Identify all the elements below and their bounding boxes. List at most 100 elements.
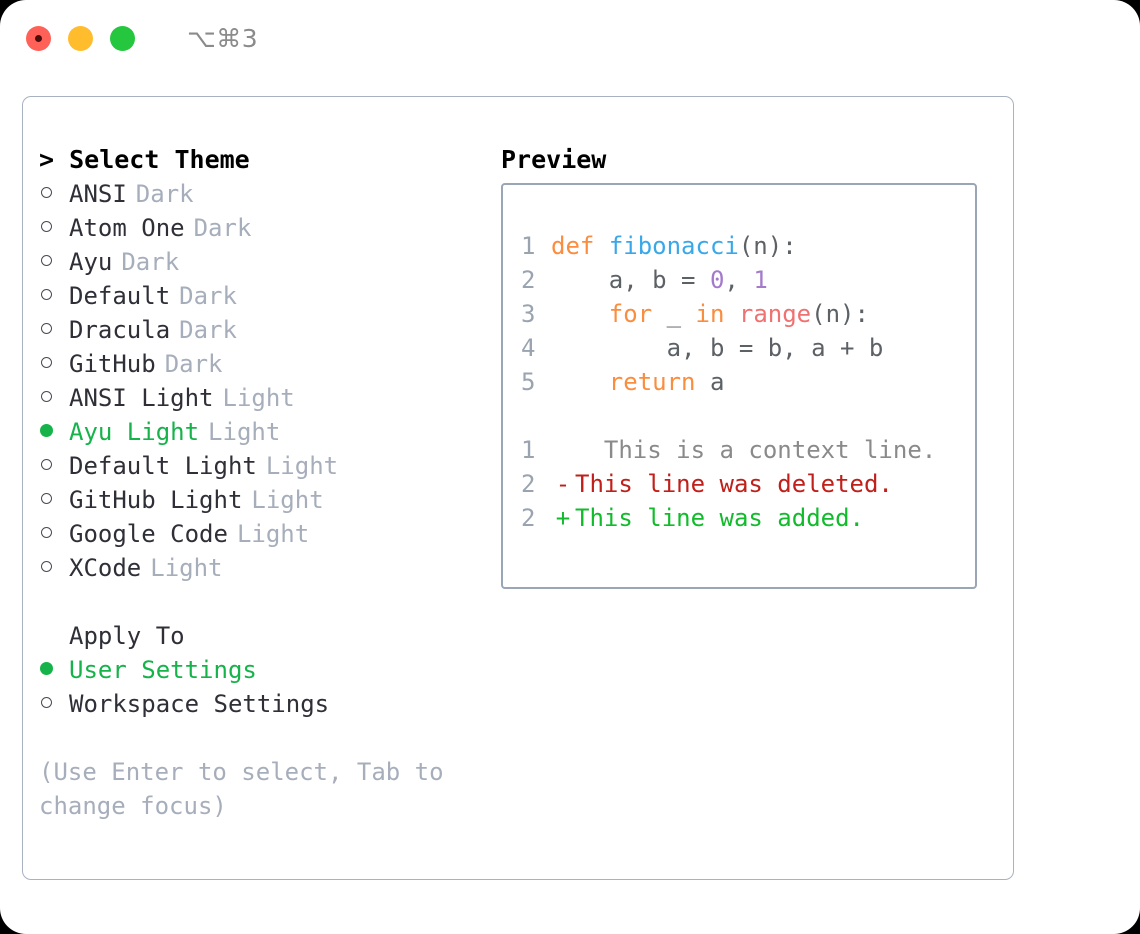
theme-list-item[interactable]: ANSI Dark (39, 177, 501, 211)
minimize-window-button[interactable] (68, 25, 93, 51)
code-token (594, 232, 608, 260)
code-token (724, 300, 738, 328)
code-token: a, b = (551, 266, 710, 294)
diff-marker (551, 433, 575, 467)
code-token: a, b = b, a + b (551, 334, 884, 362)
line-number: 1 (521, 436, 536, 464)
theme-category-label: Dark (193, 214, 252, 242)
code-text: a, b = b, a + b (551, 331, 884, 365)
code-token: 1 (753, 266, 768, 294)
code-token: 0 (709, 266, 725, 294)
theme-category-label: Light (150, 554, 223, 582)
theme-category-label: Dark (164, 350, 223, 378)
code-token: range (738, 300, 812, 328)
theme-category-label: Light (208, 418, 281, 446)
diff-text: This line was deleted. (575, 470, 893, 498)
section-spacer (39, 585, 501, 619)
theme-category-label: Dark (179, 282, 237, 310)
theme-name-label: GitHub (69, 350, 156, 378)
apply-to-item[interactable]: Workspace Settings (39, 687, 501, 721)
theme-category-label: Dark (179, 316, 237, 344)
diff-text: This line was added. (575, 504, 864, 532)
theme-category-label: Light (222, 384, 295, 412)
theme-list-item[interactable]: Google Code Light (39, 517, 501, 551)
theme-list-item[interactable]: XCode Light (39, 551, 501, 585)
theme-name-label: Dracula (69, 316, 171, 344)
theme-category-label: Light (265, 452, 339, 480)
apply-to-label: User Settings (69, 656, 257, 684)
line-number: 4 (521, 334, 536, 362)
theme-name-label: Ayu (69, 248, 113, 276)
theme-list-item[interactable]: Default Dark (39, 279, 501, 313)
theme-list-item[interactable]: GitHub Light Light (39, 483, 501, 517)
diff-marker: + (555, 504, 571, 532)
code-text: def fibonacci(n): (551, 229, 797, 263)
code-token: def (551, 232, 595, 260)
diff-line: 2 +This line was added. (521, 501, 975, 535)
code-diff-spacer (521, 399, 975, 433)
diff-text: This is a context line. (575, 436, 937, 464)
line-number: 2 (521, 470, 536, 498)
diff-line: 1 This is a context line. (521, 433, 975, 467)
line-number: 2 (521, 266, 536, 294)
code-token: _ (652, 300, 696, 328)
code-line: 2 a, b = 0, 1 (521, 263, 975, 297)
keyboard-hint: (Use Enter to select, Tab to change focu… (39, 758, 459, 820)
theme-name-label: Google Code (69, 520, 228, 548)
diff-line: 2-This line was deleted. (521, 467, 975, 501)
theme-list-item[interactable]: Atom One Dark (39, 211, 501, 245)
maximize-window-button[interactable] (110, 25, 135, 51)
theme-name-label: ANSI (69, 180, 127, 208)
code-token: a (695, 368, 725, 396)
code-line: 4 a, b = b, a + b (521, 331, 975, 365)
code-token: (n): (811, 300, 869, 328)
line-number: 3 (521, 300, 536, 328)
close-window-button[interactable] (26, 25, 51, 51)
code-token: fibonacci (608, 232, 739, 260)
theme-name-label: Ayu Light (69, 418, 200, 446)
theme-category-label: Light (251, 486, 324, 514)
code-line: 5 return a (521, 365, 975, 399)
code-text: for _ in range(n): (551, 297, 869, 331)
code-line: 1 def fibonacci(n): (521, 229, 975, 263)
theme-name-label: ANSI Light (69, 384, 214, 412)
code-token (551, 368, 609, 396)
code-token: return (608, 368, 696, 396)
shortcut-label: ⌥⌘3 (187, 23, 259, 53)
theme-category-label: Dark (121, 248, 180, 276)
theme-list-item[interactable]: Default Light Light (39, 449, 501, 483)
code-token: (n): (738, 232, 797, 260)
theme-category-label: Light (236, 520, 310, 548)
theme-name-label: Default Light (69, 452, 257, 480)
theme-name-label: Atom One (69, 214, 185, 242)
apply-to-item[interactable]: User Settings (39, 653, 501, 687)
apply-to-heading: Apply To (69, 622, 185, 650)
line-number: 1 (521, 232, 536, 260)
theme-list-item[interactable]: ANSI Light Light (39, 381, 501, 415)
code-token (551, 300, 609, 328)
window-controls (26, 25, 135, 51)
theme-list-item[interactable]: Dracula Dark (39, 313, 501, 347)
preview-heading: Preview (501, 145, 607, 174)
code-text: return a (551, 365, 725, 399)
theme-name-label: GitHub Light (69, 486, 243, 514)
select-theme-heading: > Select Theme (39, 145, 250, 174)
line-number: 5 (521, 368, 536, 396)
theme-category-label: Dark (135, 180, 194, 208)
theme-list-item[interactable]: Ayu Dark (39, 245, 501, 279)
theme-list-item[interactable]: GitHub Dark (39, 347, 501, 381)
theme-name-label: XCode (69, 554, 142, 582)
diff-sample: 1 This is a context line.2-This line was… (521, 433, 975, 535)
diff-marker: - (555, 470, 571, 498)
code-line: 3 for _ in range(n): (521, 297, 975, 331)
line-number: 2 (521, 504, 536, 532)
title-bar: ⌥⌘3 (0, 0, 1140, 76)
theme-list-item[interactable]: Ayu Light Light (39, 415, 501, 449)
theme-name-label: Default (69, 282, 171, 310)
